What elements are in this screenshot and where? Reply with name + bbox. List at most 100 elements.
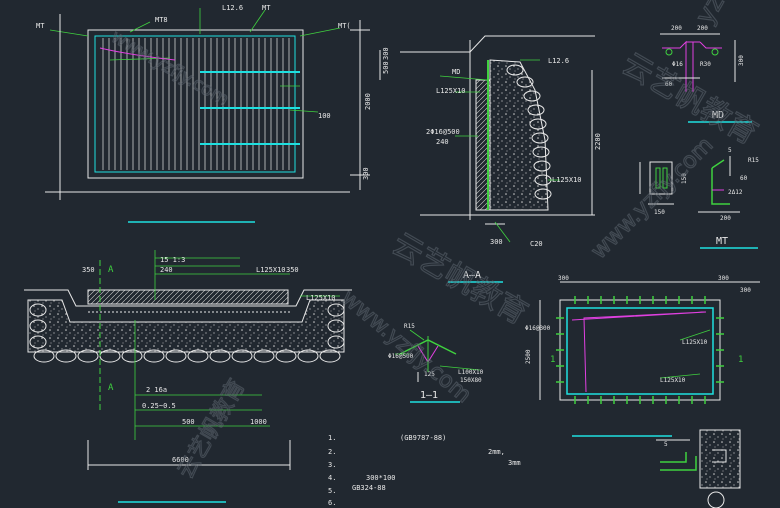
s11-label-l100x10: L100X10 [458, 369, 484, 376]
label-l125x10-b: L125X10 [552, 176, 582, 184]
plan-label-2l16: 2 16a [146, 386, 167, 394]
plan-dim-350-left: 350 [82, 266, 95, 274]
plan-label-range: 0.25~0.5 [142, 402, 176, 410]
note-5-text: GB324-88 [352, 484, 386, 492]
plan-label-slope: 15 1:3 [160, 256, 185, 264]
section-mark-a-bottom: A [108, 383, 114, 393]
md-title: MD [712, 110, 724, 121]
corner-dim-5: 5 [664, 441, 668, 448]
label-mt-right: MT( [338, 22, 351, 30]
mt-label-2412: 2Δ12 [728, 189, 743, 196]
md-dim-200-a: 200 [671, 25, 682, 32]
rip-rap-stones [506, 64, 552, 200]
label-mt-left: MT [36, 22, 45, 30]
dim-300-bottom: 300 [490, 238, 503, 246]
section-a-a-view [379, 35, 595, 283]
dim-300-top: 300 [382, 47, 390, 60]
leader-lines [49, 8, 341, 113]
md-label-r30: R30 [700, 61, 711, 68]
watermark-6: www.yzfjy.com [587, 133, 719, 265]
plan-dim-500: 500 [182, 418, 195, 426]
s11-dim-125: 125 [424, 371, 435, 378]
md-detail-view [660, 33, 752, 123]
note-2-num: 2. [328, 448, 336, 456]
frame-label-rebar: Φ16@300 [525, 325, 551, 332]
label-mt8: MT8 [155, 16, 168, 24]
label-c20: C20 [530, 240, 543, 248]
cover-slab [87, 289, 289, 305]
mt-dim-r15: R15 [748, 157, 759, 164]
vertical-bars [102, 38, 290, 170]
plan-dim-240: 240 [160, 266, 173, 274]
label-l12-6: L12.6 [222, 4, 243, 12]
md-label-bar: Φ16 [672, 61, 683, 68]
plan-gravel-bed [27, 299, 345, 353]
dim-2200: 2200 [594, 133, 602, 150]
note-4-text: 300*100 [366, 474, 396, 482]
outer-frame [87, 29, 304, 179]
section-mark-a-top: A [108, 265, 114, 275]
section-1-1-view [395, 329, 481, 403]
label-rebar-aa: 2Φ16@500 [426, 128, 460, 136]
plan-dim-1000: 1000 [250, 418, 267, 426]
frame-dim-300-mid: 300 [718, 275, 729, 282]
top-left-elevation-view [45, 8, 370, 223]
mt-dim-5: 5 [728, 147, 732, 154]
md-dim-60: 60 [665, 81, 673, 88]
mt-plate [649, 161, 673, 195]
note-4-num: 4. [328, 474, 336, 482]
s11-label-rebar: Φ16@500 [388, 353, 414, 360]
md-dim-200-b: 200 [697, 25, 708, 32]
plan-section-view [24, 250, 352, 503]
plan-dim-350-right: 350 [286, 266, 299, 274]
frame-mark-1-left: 1 [550, 355, 555, 365]
plan-label-l125x10-a: L125X10 [256, 266, 286, 274]
dim-300-right: 300 [362, 167, 370, 180]
plan-label-l125x10-b: L125X10 [306, 294, 336, 302]
notes-block: 1. (GB9787-88) 2. 2mm, 3. 3mm 4. 300*100… [328, 434, 521, 507]
dim-2000: 2000 [364, 93, 372, 110]
plan-leaders [134, 250, 340, 440]
label-l12-6-aa: L12.6 [548, 57, 569, 65]
s11-dim-r15: R15 [404, 323, 415, 330]
frame-label-l125x10-a: L125X10 [682, 339, 708, 346]
mt-dim-200: 200 [720, 215, 731, 222]
watermark-7: 云艺帆教育 [174, 375, 251, 483]
mt-dim-150-b: 150 [654, 209, 665, 216]
md-dim-300: 300 [738, 55, 745, 66]
horizontal-channels [200, 71, 300, 145]
dim-100: 100 [318, 112, 331, 120]
dim-240: 240 [436, 138, 449, 146]
label-md: MD [452, 68, 460, 76]
mt-dim-60: 60 [740, 175, 748, 182]
watermark-5: 云艺帆教育 [386, 227, 533, 332]
mt-dim-150-a: 150 [681, 173, 688, 184]
frame-label-l125x10-b: L125X10 [660, 377, 686, 384]
dim-500: 500 [382, 61, 390, 74]
note-3-text: 3mm [508, 459, 521, 467]
label-mt-top: MT [262, 4, 271, 12]
note-6-num: 6. [328, 499, 336, 507]
plan-dim-6600: 6600 [172, 456, 189, 464]
section-a-a-title: A—A [463, 270, 481, 281]
section-1-1-title: 1—1 [420, 390, 438, 401]
frame-dim-300-right: 300 [740, 287, 751, 294]
mt-title: MT [716, 236, 728, 247]
frame-inner [566, 307, 714, 395]
inner-frame [94, 35, 296, 173]
frame-anchors [556, 296, 724, 404]
note-1-text: (GB9787-88) [400, 434, 446, 442]
frame-dim-2500: 2500 [525, 349, 532, 364]
plan-stones [29, 303, 345, 363]
s11-dim-150x80: 150X80 [460, 377, 482, 384]
frame-view [539, 281, 760, 437]
note-3-num: 3. [328, 461, 336, 469]
note-5-num: 5. [328, 487, 336, 495]
watermark-2: www.yzfjy.com [108, 26, 233, 110]
frame-dim-300-left: 300 [558, 275, 569, 282]
watermark-3: www.yzfjy.com [336, 285, 476, 408]
label-l125x10-a: L125X10 [436, 87, 466, 95]
mt-detail-view [639, 156, 758, 249]
